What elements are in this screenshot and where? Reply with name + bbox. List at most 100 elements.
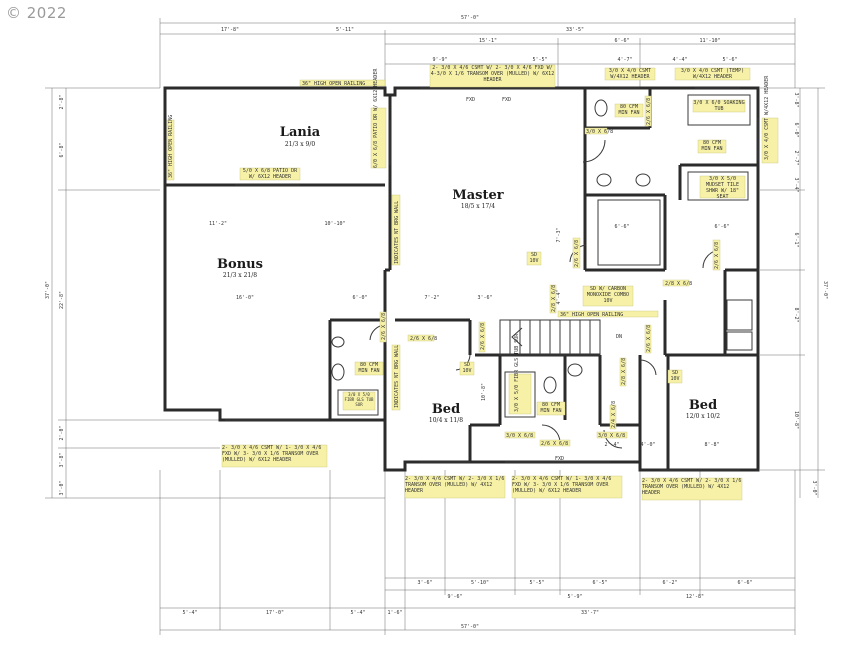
dim-top-row3: 9'-9" — [432, 57, 447, 63]
dim-bottom-row2: 12'-8" — [686, 594, 704, 600]
dim-right-segment: 10'-8" — [793, 411, 799, 429]
dim-right-segment: 2'-7" — [793, 150, 799, 165]
dim-top-row1: 5'-11" — [336, 27, 354, 33]
room-name-bonus: Bonus — [217, 257, 263, 272]
note-fan-master: 80 CFM MIN FAN — [618, 104, 640, 116]
door-tag: 3/0 X 6/8 — [586, 129, 613, 135]
dim-right-segment: 3'-0" — [811, 480, 817, 495]
note-railing-side: 36" HIGH OPEN RAILING — [168, 115, 174, 178]
door-tag: 2/6 X 6/8 — [646, 325, 652, 352]
dim-interior: 3'-6" — [477, 295, 492, 301]
note-bed-windows-3: 2- 3/0 X 4/6 CSMT W/ 2- 3/0 X 1/6 TRANSO… — [642, 478, 742, 496]
dim-bottom-row1: 33'-7" — [581, 610, 599, 616]
dim-bottom-row1: 1'-6" — [387, 610, 402, 616]
note-fan-wc: 80 CFM MIN FAN — [701, 140, 723, 152]
note-railing-top: 36" HIGH OPEN RAILING — [302, 81, 365, 87]
door-tag: 2/6 X 6/8 — [541, 441, 568, 447]
dim-top-row3: 5'-6" — [722, 57, 737, 63]
dim-right-segment: 3'-8" — [793, 92, 799, 107]
note-down: DN — [616, 334, 622, 340]
dim-interior: 4'-4" — [556, 289, 562, 304]
dim-interior: 10'-10" — [324, 221, 345, 227]
note-smoke-master: SD 10V — [529, 252, 539, 264]
dim-left-overall: 37'-0" — [45, 281, 51, 299]
note-shower: 3/0 X 5/0 MUDSET TILE SHWR W/ 18" SEAT — [705, 176, 740, 198]
dim-bottom-row3: 6'-6" — [737, 580, 752, 586]
dim-top-row2: 6'-6" — [614, 38, 629, 44]
copyright-watermark: © 2022 — [6, 4, 67, 22]
dim-bottom-row3: 5'-10" — [471, 580, 489, 586]
door-tag: 3/0 X 6/8 — [506, 433, 533, 439]
note-brg-wall-1: INDICATES NT BRG WALL — [394, 201, 400, 264]
dim-bottom-row2: 9'-6" — [447, 594, 462, 600]
door-tag: 2/8 X 6/8 — [665, 281, 692, 287]
room-name-lania: Lania — [280, 125, 321, 140]
door-tag: 2/4 X 6/8 — [611, 401, 617, 428]
dim-interior: 6'-6" — [614, 224, 629, 230]
note-smoke-co: SD W/ CARBON MONOXIDE COMBO 10V — [586, 286, 630, 304]
note-fxd-1: FXD — [466, 97, 475, 103]
room-size-lania: 21/3 x 9/0 — [285, 141, 316, 148]
dimension-labels: 57'-0" 17'-8" 5'-11" 33'-5" 15'-1" 6'-6"… — [45, 15, 828, 630]
dim-interior: 6'-0" — [352, 295, 367, 301]
dim-top-row2: 11'-10" — [699, 38, 720, 44]
door-tag: 3/0 X 6/8 — [598, 433, 625, 439]
dim-left-segment: 2'-8" — [59, 94, 65, 109]
door-tag: 2/6 X 6/8 — [646, 98, 652, 125]
room-size-bed-1: 10/4 x 11/8 — [429, 417, 463, 424]
room-size-bed-2: 12/0 x 10/2 — [686, 413, 720, 420]
dim-bottom-row3: 6'-5" — [592, 580, 607, 586]
door-tags: 3/0 X 6/8 2/6 X 6/8 2/6 X 6/8 2/6 X 6/8 … — [379, 95, 721, 447]
dim-interior: 7'-3" — [556, 227, 562, 242]
door-tag: 2/8 X 6/8 — [621, 358, 627, 385]
note-patio-top: 6/0 X 6/8 PATIO DR W/ 6X12 HEADER — [373, 68, 379, 168]
interior-walls — [165, 87, 759, 471]
dim-right-segment: 3'-4" — [793, 177, 799, 192]
dim-right-segment: 6'-0" — [793, 122, 799, 137]
room-size-bonus: 21/3 x 21/8 — [223, 272, 257, 279]
dim-interior: 8'-8" — [704, 442, 719, 448]
dim-interior: 16'-0" — [236, 295, 254, 301]
dim-bottom-row3: 3'-6" — [417, 580, 432, 586]
annotation-tags: 36" HIGH OPEN RAILING 36" HIGH OPEN RAIL… — [166, 64, 779, 501]
room-size-master: 18/5 x 17/4 — [461, 203, 495, 210]
note-brg-wall-2: INDICATES NT BRG WALL — [394, 345, 400, 408]
dim-bottom-row3: 5'-5" — [529, 580, 544, 586]
note-fxd-2: FXD — [502, 97, 511, 103]
dim-bottom-row1: 5'-4" — [350, 610, 365, 616]
note-smoke-bed: SD 10V — [462, 362, 472, 374]
dim-top-row2: 15'-1" — [479, 38, 497, 44]
dim-bottom-row2: 5'-9" — [567, 594, 582, 600]
note-soaking-tub: 3/0 X 6/0 SOAKING TUB — [693, 100, 745, 112]
door-tag: 2/6 X 6/8 — [714, 242, 720, 269]
dim-top-overall: 57'-0" — [461, 15, 479, 21]
note-railing-stair: 36" HIGH OPEN RAILING — [560, 312, 623, 318]
note-bonus-windows: 2- 3/0 X 4/6 CSMT W/ 1- 3/0 X 4/6 FXD W/… — [222, 445, 322, 463]
door-tag: 2/6 X 6/8 — [480, 323, 486, 350]
dim-top-row3: 5'-5" — [532, 57, 547, 63]
dim-top-row3: 4'-4" — [672, 57, 687, 63]
note-fibr-tub-2: 3/0 X 5/0 FIBR GLS TUB SUR — [514, 333, 520, 412]
dim-interior: 4'-0" — [640, 442, 655, 448]
dim-right-overall: 37'-0" — [822, 281, 828, 299]
dim-top-row1: 17'-8" — [221, 27, 239, 33]
door-tag: 2/6 X 6/8 — [574, 240, 580, 267]
note-master-windows: 2- 3/0 X 4/6 CSMT W/ 2- 3/0 X 4/6 FXD W/… — [430, 65, 555, 83]
dim-interior: 7'-2" — [424, 295, 439, 301]
dim-interior: 2'-4" — [604, 442, 619, 448]
dim-interior: 10'-8" — [481, 383, 487, 401]
note-fibr-tub: 3/0 X 5/0 FIBR GLS TUB SUR — [344, 392, 374, 407]
dim-top-row1: 33'-5" — [566, 27, 584, 33]
room-name-bed-2: Bed — [689, 398, 717, 413]
note-smoke-bed2: SD 10V — [670, 370, 680, 382]
door-tag: 2/8 X 6/8 — [551, 285, 557, 312]
room-name-bed-1: Bed — [432, 402, 460, 417]
note-bed-windows-2: 2- 3/0 X 4/6 CSMT W/ 1- 3/0 X 4/6 FXD W/… — [512, 476, 612, 494]
note-bath-window2: 3/0 X 4/0 CSMT (TEMP) W/4X12 HEADER — [680, 68, 745, 80]
dim-left-segment: 2'-0" — [59, 425, 65, 440]
note-patio-lanai: 5/0 X 6/8 PATIO DR W/ 6X12 HEADER — [242, 168, 298, 180]
dim-left-segment: 6'-8" — [59, 142, 65, 157]
dim-top-row3: 4'-7" — [617, 57, 632, 63]
door-tag: 2/6 X 6/8 — [381, 313, 387, 340]
